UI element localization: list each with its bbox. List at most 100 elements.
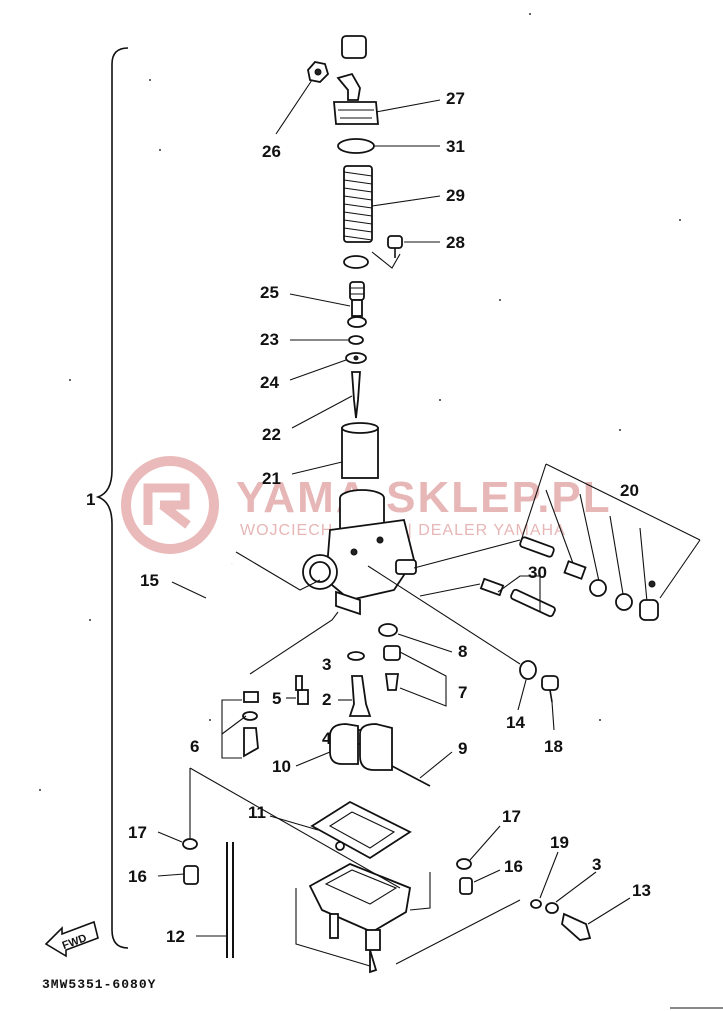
leader-19	[539, 851, 559, 899]
part-number-27: 27	[446, 89, 465, 108]
part-number-4: 4	[322, 729, 332, 748]
part-number-2: 2	[322, 690, 331, 709]
part-20-screws	[519, 536, 659, 621]
leader-26	[275, 79, 313, 135]
scan-speckles	[39, 13, 681, 791]
part-23-clip	[348, 335, 364, 345]
part-26-hole	[314, 68, 322, 76]
leader-29	[371, 195, 441, 207]
leader-17-right	[469, 825, 501, 861]
part-22-jet-needle	[351, 371, 361, 419]
part-number-20: 20	[620, 481, 639, 500]
part-number-24: 24	[260, 373, 279, 392]
fwd-arrow-icon: FWD	[44, 920, 99, 958]
part-number-28: 28	[446, 233, 465, 252]
part-15-hose	[209, 563, 233, 672]
diagram-code: 3MW5351-6080Y	[42, 977, 156, 992]
part-7-float-valve	[383, 645, 401, 691]
part-13-drain-screw	[561, 912, 592, 941]
part-number-21: 21	[262, 469, 281, 488]
part-number-11: 11	[248, 803, 266, 822]
leader-6	[221, 699, 247, 759]
part-11-gasket	[310, 800, 412, 860]
leader-25	[289, 293, 351, 307]
part-number-1: 1	[86, 490, 95, 509]
part-2-needle-jet	[348, 675, 372, 717]
part-31-o-ring	[337, 138, 375, 154]
leader-15	[171, 581, 207, 599]
leader-16-left	[157, 873, 185, 877]
part-number-10: 10	[272, 757, 291, 776]
part-number-15: 15	[140, 571, 159, 590]
part-27-ribs	[338, 109, 374, 119]
part-6-air-screw-set	[242, 691, 259, 758]
part-number-17-left: 17	[128, 823, 147, 842]
part-16-screw-right	[459, 877, 473, 895]
leader-14	[517, 679, 527, 711]
part-5-pilot-jet	[295, 675, 309, 705]
watermark-brand: YAMA-SKLEP.PL	[236, 473, 612, 522]
part-number-29: 29	[446, 186, 465, 205]
part-10-float	[329, 723, 393, 771]
part-number-22: 22	[262, 425, 281, 444]
part-30-screws	[479, 577, 556, 618]
part-27-cable-elbow	[336, 72, 361, 101]
leader-21	[291, 461, 343, 475]
part-3-o-ring-lower	[545, 902, 559, 914]
leader-7	[399, 651, 447, 707]
part-number-25: 25	[260, 283, 279, 302]
part-number-6: 6	[190, 737, 199, 756]
part-number-3-lower: 3	[592, 855, 601, 874]
leader-9	[419, 751, 453, 779]
leader-10	[295, 751, 331, 767]
part-9-float-pin	[391, 765, 431, 787]
part-16-screw-left	[183, 865, 199, 885]
part-number-5: 5	[272, 689, 281, 708]
part-15-hose-inner	[208, 562, 233, 672]
part-27-top	[333, 101, 379, 125]
part-number-16-right: 16	[504, 857, 523, 876]
carburetor-body	[302, 489, 417, 616]
jet-link	[249, 611, 339, 675]
spring-seat-washer	[343, 255, 369, 269]
part-number-12: 12	[166, 927, 185, 946]
assembly-brace	[95, 47, 129, 949]
part-number-30: 30	[528, 563, 547, 582]
leader-3-lower	[555, 871, 597, 903]
bowl-link-lines	[189, 767, 521, 967]
leader-22	[291, 395, 353, 429]
leader-8	[397, 633, 453, 653]
part-28-screw	[387, 235, 403, 258]
group-20-bracket-lines	[519, 463, 701, 613]
part-number-16-left: 16	[128, 867, 147, 886]
part-number-7: 7	[458, 683, 467, 702]
part-number-3-upper: 3	[322, 655, 331, 674]
part-number-14: 14	[506, 713, 525, 732]
part-29-spring	[343, 165, 373, 243]
part-number-31: 31	[446, 137, 465, 156]
part-17-washer-left	[182, 838, 198, 850]
leader-30	[497, 575, 541, 612]
top-cap	[341, 35, 367, 59]
leader-27	[375, 99, 441, 113]
part-number-18: 18	[544, 737, 563, 756]
part-number-19: 19	[550, 833, 569, 852]
watermark-logo-icon	[121, 456, 219, 554]
part-17-washer-right	[456, 858, 472, 870]
leader-16-right	[473, 869, 501, 883]
part-28-link	[371, 251, 401, 269]
part-3-o-ring-upper	[347, 651, 365, 661]
part-8-seat	[378, 623, 398, 637]
leader-24	[289, 359, 347, 381]
part-number-13: 13	[632, 881, 651, 900]
leader-18	[551, 701, 555, 731]
fwd-label: FWD	[61, 932, 89, 952]
hose-link	[235, 551, 321, 591]
part-number-17-right: 17	[502, 807, 521, 826]
part-number-8: 8	[458, 642, 467, 661]
body-link-14	[367, 565, 521, 665]
float-bowl	[308, 863, 412, 974]
leader-17-left	[157, 831, 183, 843]
part-number-9: 9	[458, 739, 467, 758]
